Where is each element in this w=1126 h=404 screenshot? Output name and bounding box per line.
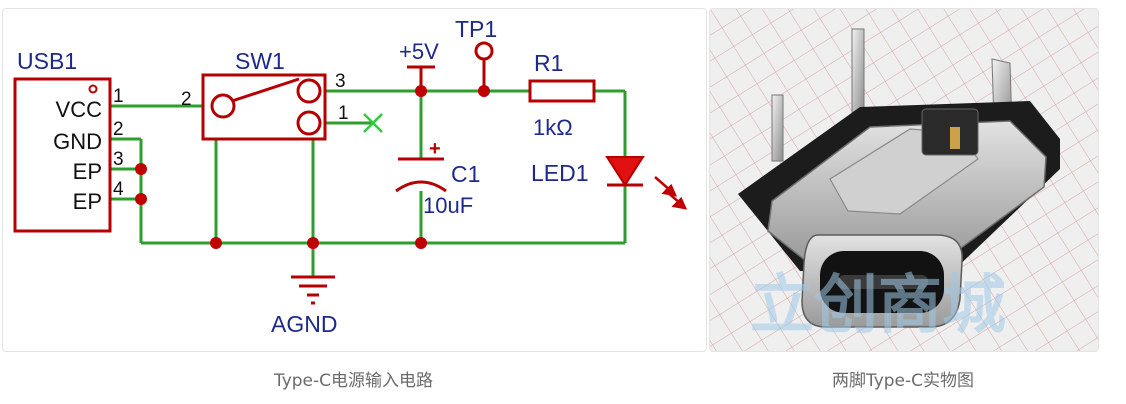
capacitor-c1: + C1 10uF: [395, 138, 480, 218]
led1-ref: LED1: [531, 160, 589, 186]
led-emission-arrows: [654, 176, 688, 210]
c1-polarity: +: [429, 138, 441, 160]
usb-pin-ep2: EP: [73, 189, 102, 214]
sw1-pin-2: 2: [181, 89, 192, 110]
gold-contact: [950, 127, 960, 149]
ground-symbol: [291, 275, 335, 305]
power-5v: +5V: [399, 39, 439, 91]
sw1-switch: SW1 2 3 1: [181, 48, 349, 141]
watermark-text: 立创商城: [750, 269, 1006, 343]
sw1-ref: SW1: [235, 48, 285, 74]
junctions: [135, 85, 490, 249]
caption-schematic: Type-C电源输入电路: [273, 371, 434, 391]
r1-ref: R1: [534, 50, 563, 76]
led1: LED1: [531, 156, 688, 210]
testpoint-tp1: TP1: [455, 16, 497, 91]
usb-pin-vcc: VCC: [56, 97, 103, 122]
usb1-ref: USB1: [17, 48, 77, 74]
c1-ref: C1: [451, 161, 480, 187]
schematic-panel: USB1 VCC GND EP EP 1 2 3 4 SW1 2 3 1: [2, 8, 707, 352]
usb1-connector: USB1 VCC GND EP EP 1 2 3 4: [13, 48, 124, 233]
caption-photo: 两脚Type-C实物图: [831, 371, 975, 391]
usb-pin-number-1: 1: [113, 86, 124, 107]
sw1-pin-1: 1: [338, 103, 349, 124]
usb-pin-number-4: 4: [113, 179, 124, 200]
power-5v-label: +5V: [399, 39, 439, 64]
schematic-diagram: USB1 VCC GND EP EP 1 2 3 4 SW1 2 3 1: [13, 16, 688, 337]
resistor-r1: R1 1kΩ: [528, 50, 596, 140]
sw1-pin-3: 3: [335, 71, 346, 92]
tp1-ref: TP1: [455, 16, 497, 42]
usb-pin-number-2: 2: [113, 119, 124, 140]
product-photo-panel: 立创商城: [709, 8, 1099, 352]
c1-value: 10uF: [423, 193, 473, 218]
type-c-connector-photo: 立创商城: [710, 9, 1098, 351]
usb-pin-ep1: EP: [73, 159, 102, 184]
no-connect-marker: [363, 113, 383, 133]
r1-value: 1kΩ: [533, 115, 573, 140]
usb-pin-gnd: GND: [53, 129, 102, 154]
ground-label: AGND: [271, 311, 337, 337]
port-tongue: [838, 275, 928, 289]
usb-pin-number-3: 3: [113, 149, 124, 170]
